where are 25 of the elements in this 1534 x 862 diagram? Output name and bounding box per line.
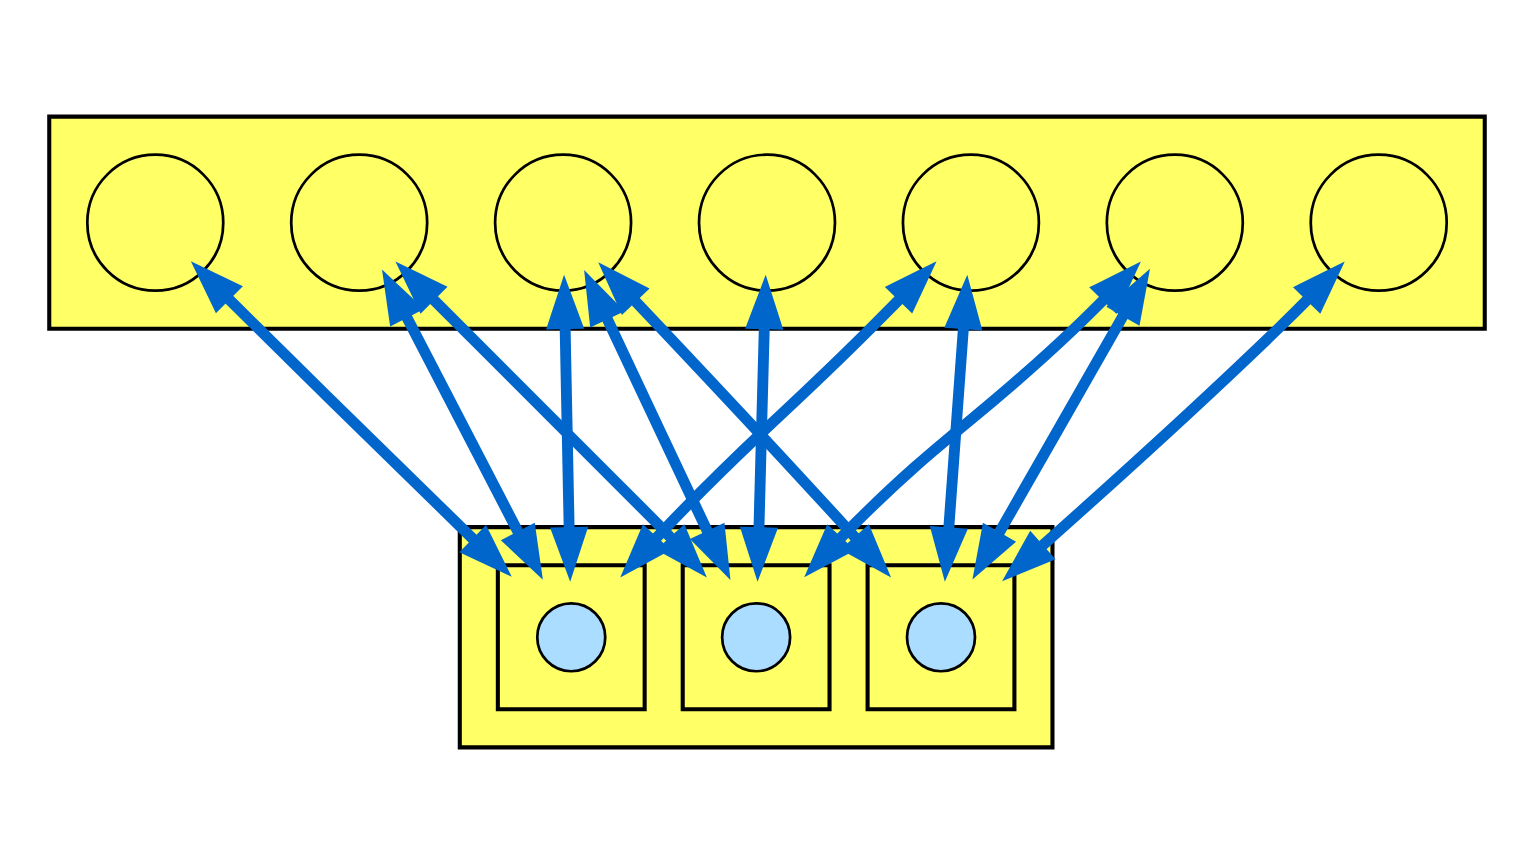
cluster	[865, 562, 1017, 711]
cluster	[495, 562, 647, 711]
arrow	[546, 273, 589, 581]
arrow	[929, 273, 983, 581]
arrow	[1002, 260, 1345, 581]
arrow	[584, 268, 731, 580]
arrow	[804, 260, 1141, 577]
node-circle	[1105, 152, 1245, 291]
arrow	[190, 260, 512, 576]
arrow	[395, 260, 707, 577]
node-circle	[697, 152, 837, 291]
node-circle	[720, 600, 792, 672]
cluster	[680, 562, 832, 711]
node-circle	[901, 152, 1041, 291]
arrow	[382, 268, 543, 579]
node-circle	[493, 152, 633, 291]
node-circle	[85, 152, 225, 291]
arrow	[739, 273, 784, 581]
arrow	[598, 261, 892, 577]
arrow	[972, 267, 1150, 579]
node-circle	[535, 600, 607, 672]
arrow	[620, 260, 937, 577]
node-circle	[1309, 152, 1449, 291]
node-circle	[905, 600, 977, 672]
node-circle	[289, 152, 429, 291]
